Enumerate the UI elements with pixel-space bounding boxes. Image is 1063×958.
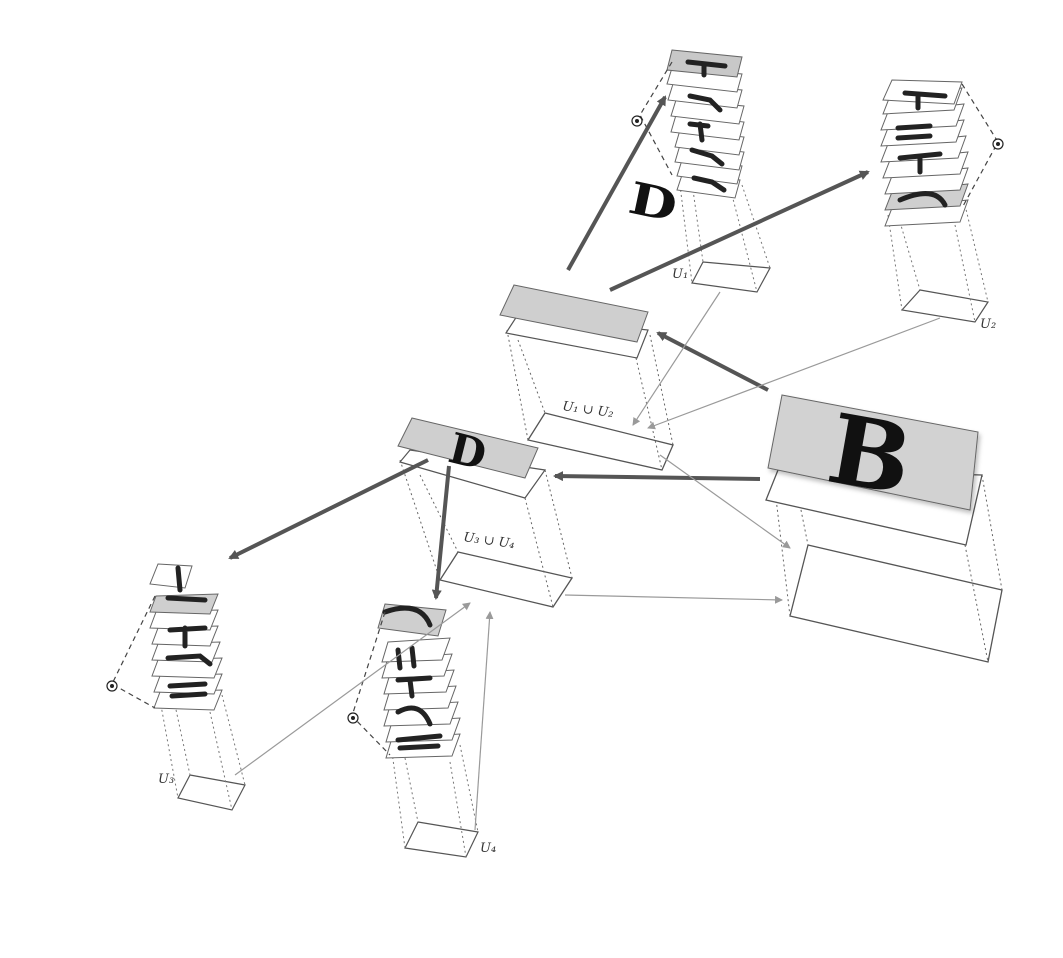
inclusion-u4 (474, 611, 494, 831)
leaf-u3: U₃ (106, 563, 246, 811)
leaf-u2-stack (880, 79, 969, 227)
arrow-mid1-to-u2 (609, 170, 870, 292)
inclusion-u3 (234, 602, 471, 776)
inclusion-u1 (632, 291, 721, 426)
inclusion-u12 (659, 454, 791, 549)
arrow-mid1-to-u1 (566, 95, 667, 271)
arrow-root-to-mid2 (553, 471, 761, 482)
inclusion-u2 (647, 317, 941, 430)
root-letter: B (820, 392, 920, 517)
leaf-u1-base (691, 261, 771, 293)
inclusion-u34 (564, 594, 783, 604)
leaf-u4-label: U₄ (480, 841, 496, 856)
root-base-region (789, 544, 1003, 663)
mid-node-1-base-region (526, 412, 674, 471)
arrow-mid2-to-u3 (228, 458, 429, 560)
root-letter-sheet (767, 394, 979, 511)
mid-node-2: D U₃ ∪ U₄ (397, 417, 574, 608)
leaf-u4-base (404, 821, 479, 858)
leaf-u2-label: U₂ (980, 317, 996, 332)
leaf-u2-base (900, 289, 989, 323)
root-node: B (765, 392, 1003, 663)
mid-node-2-letter-sheet (397, 417, 539, 479)
arrow-mid2-to-u4 (431, 465, 451, 600)
restriction-arrows (228, 95, 870, 600)
mid-node-1-letter-sheet (499, 284, 649, 343)
leaf-u2: U₂ (880, 79, 1004, 332)
leaf-u3-base (177, 774, 246, 811)
mid-node-2-base-region (438, 551, 574, 608)
leaf-u4: U₄ (347, 603, 496, 858)
mid-node-2-region-label: U₃ ∪ U₄ (462, 530, 515, 552)
leaf-u1-label: U₁ (672, 267, 688, 282)
mid-node-1-letter: D (624, 171, 681, 232)
leaf-u3-label: U₃ (158, 772, 174, 787)
mid-node-1: D U₁ ∪ U₂ (499, 171, 682, 471)
leaf-u1-stack (666, 49, 745, 199)
arrow-root-to-mid1 (656, 331, 769, 392)
inclusion-arrows (234, 291, 941, 831)
leaf-u1: U₁ (631, 49, 771, 293)
mid-node-1-region-label: U₁ ∪ U₂ (561, 399, 614, 421)
